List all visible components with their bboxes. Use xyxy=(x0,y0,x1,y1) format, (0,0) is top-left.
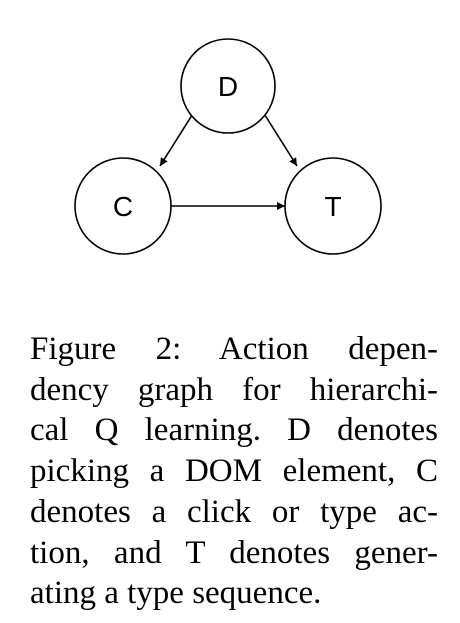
caption-line: denotes a click or type ac- xyxy=(30,493,438,530)
caption-line: Figure 2: Action depen- xyxy=(30,331,438,367)
caption-line: picking a DOM element, C xyxy=(30,453,438,490)
node-c-label: C xyxy=(113,191,133,222)
node-d-label: D xyxy=(218,71,238,102)
node-d: D xyxy=(180,38,276,134)
node-c: C xyxy=(74,157,172,255)
caption-line: tion, and T denotes gener- xyxy=(30,534,438,571)
node-t-label: T xyxy=(324,191,341,222)
node-t: T xyxy=(284,157,382,255)
edge-d-to-t xyxy=(262,111,298,167)
edge-d-to-c xyxy=(159,111,195,167)
action-dependency-graph: D C T xyxy=(74,38,382,255)
caption-line: ating a type sequence. xyxy=(30,575,322,612)
caption-line: cal Q learning. D denotes xyxy=(30,412,438,449)
figure-caption: Figure 2: Action depen- dency graph for … xyxy=(30,329,438,614)
caption-line: dency graph for hierarchi- xyxy=(30,371,438,408)
